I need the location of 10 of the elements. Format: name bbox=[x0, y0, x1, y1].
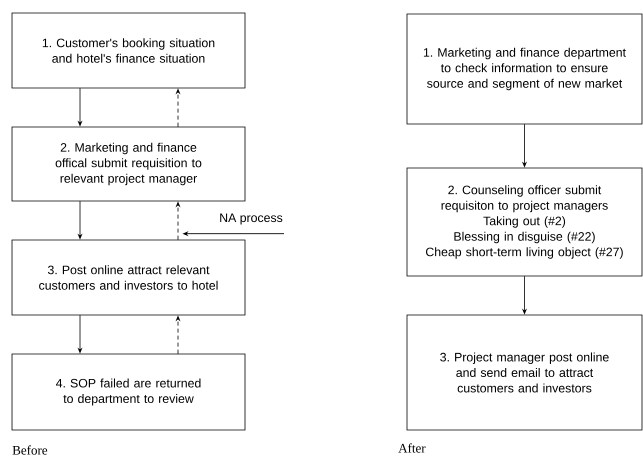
panel-caption: Before bbox=[12, 445, 48, 455]
process-box: 2. Counseling officer submit requisiton to project managers Taking out (#2) Blessing in disguise (#22) Cheap short-term living object (#27) bbox=[406, 168, 642, 276]
note-text: NA process bbox=[220, 214, 282, 224]
process-box: 1. Customer's booking situation and hotel's finance situation bbox=[12, 12, 246, 88]
process-box: 4. SOP failed are returned to department to review bbox=[12, 354, 246, 430]
process-box: 2. Marketing and finance offical submit requisition to relevant project manager bbox=[12, 126, 246, 202]
process-box: 1. Marketing and finance department to check information to ensure source and segment of new market bbox=[406, 14, 642, 124]
panel-caption: After bbox=[398, 443, 426, 453]
process-box: 3. Project manager post online and send email to attract customers and investors bbox=[406, 314, 642, 430]
process-box: 3. Post online attract relevant customers and investors to hotel bbox=[12, 240, 246, 316]
